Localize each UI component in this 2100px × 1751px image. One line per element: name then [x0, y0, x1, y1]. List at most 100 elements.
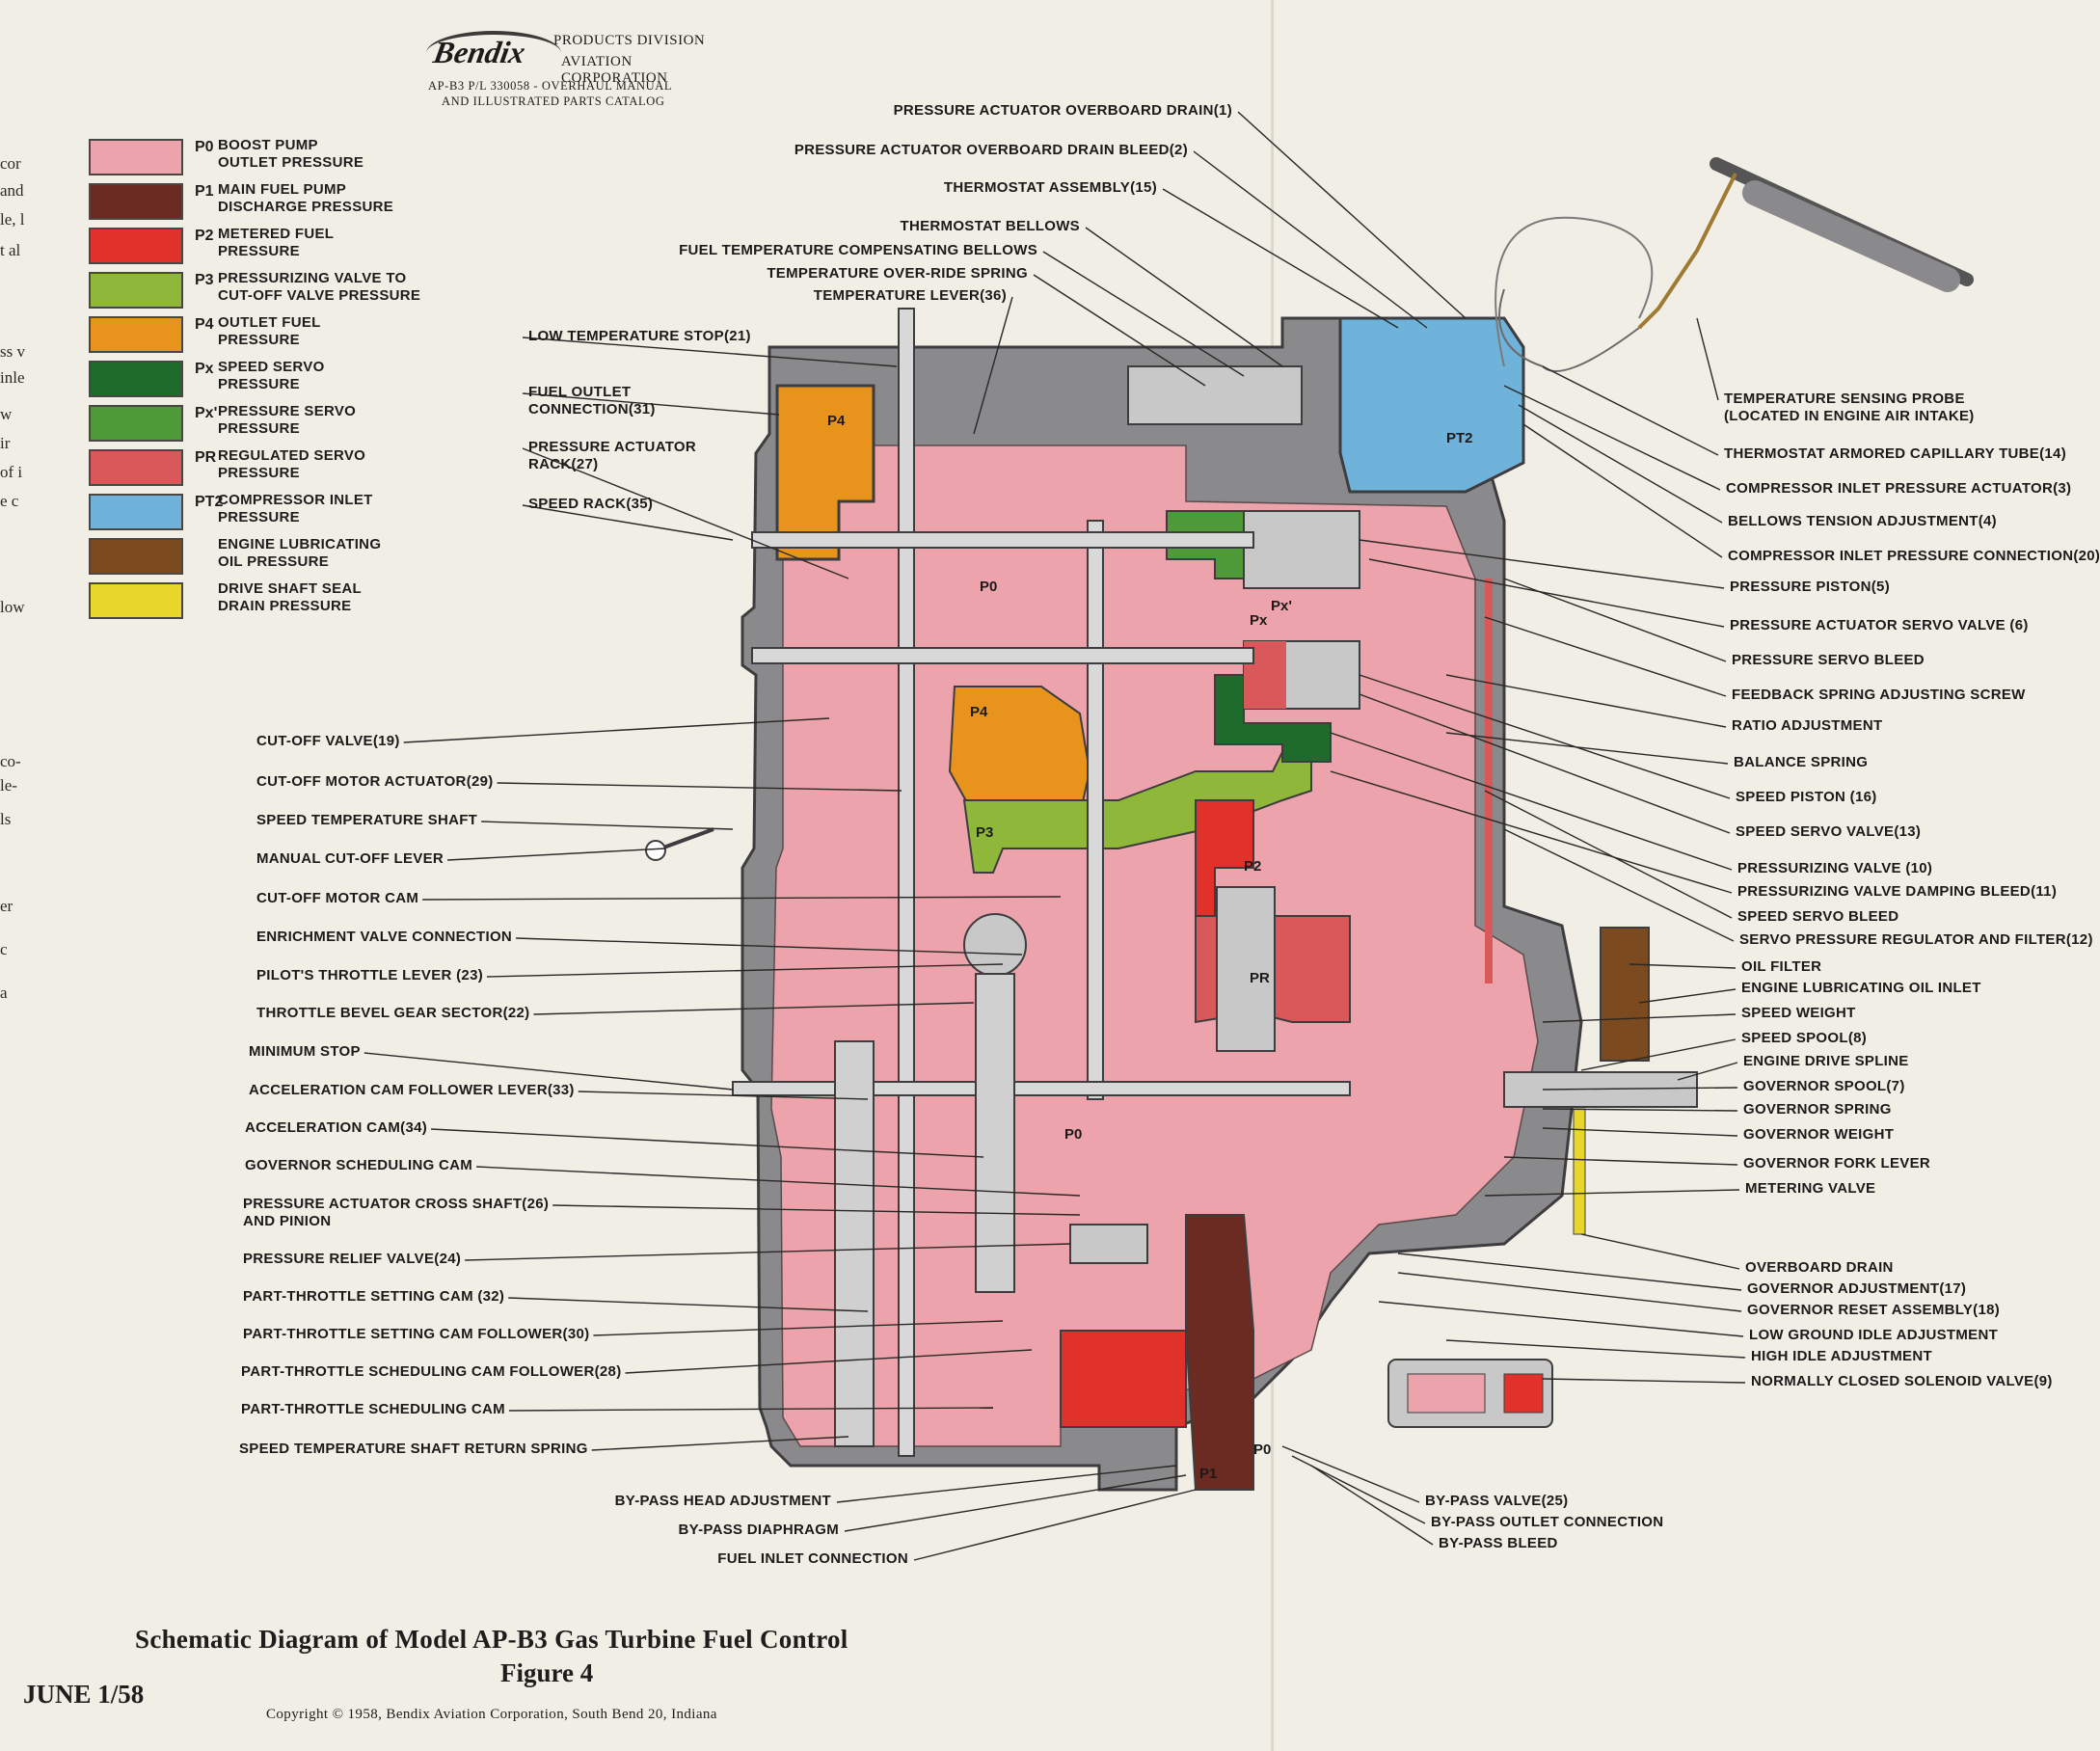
division-line-1: PRODUCTS DIVISION [553, 33, 706, 48]
brand-block: Bendix PRODUCTS DIVISION AVIATION CORPOR… [426, 27, 735, 114]
edge-fragment: er [0, 897, 13, 915]
leader-line [1368, 558, 1725, 628]
leader-line [1503, 578, 1727, 662]
pressure-region-label: P2 [1244, 858, 1262, 875]
callout-label: PRESSURE PISTON(5) [1730, 579, 1890, 595]
leader-line [1638, 988, 1737, 1004]
legend-swatch [89, 361, 183, 397]
legend-text: MAIN FUEL PUMP DISCHARGE PRESSURE [218, 181, 394, 215]
leader-line [1085, 227, 1283, 367]
leader-line [522, 447, 849, 579]
callout-label: PRESSURIZING VALVE (10) [1737, 860, 1933, 876]
pt2-compressor-block [1338, 316, 1525, 494]
leader-line [625, 1349, 1033, 1374]
callout-label: BY-PASS DIAPHRAGM [678, 1522, 839, 1538]
callout-label: PART-THROTTLE SCHEDULING CAM [241, 1401, 505, 1417]
leader-line [1033, 274, 1206, 387]
edge-fragment: of i [0, 463, 23, 481]
legend-text: DRIVE SHAFT SEAL DRAIN PRESSURE [218, 580, 362, 614]
legend-code: Px' [195, 405, 218, 421]
pressure-piston [1243, 510, 1360, 589]
callout-label: SPEED SERVO VALVE(13) [1736, 823, 1922, 840]
callout-label: TEMPERATURE OVER-RIDE SPRING [767, 265, 1028, 282]
edge-fragment: t al [0, 241, 21, 259]
edge-fragment: ss v [0, 342, 25, 361]
callout-label: LOW GROUND IDLE ADJUSTMENT [1749, 1327, 1999, 1343]
callout-label: ENRICHMENT VALVE CONNECTION [256, 929, 513, 945]
leader-line [486, 963, 1004, 978]
leader-line [1359, 539, 1725, 589]
leader-line [1193, 150, 1428, 329]
leader-line [522, 392, 780, 416]
leader-line [1330, 770, 1733, 894]
pressure-region-label: P3 [976, 824, 994, 841]
pressure-relief-valve [1069, 1224, 1148, 1264]
callout-label: SPEED TEMPERATURE SHAFT RETURN SPRING [239, 1441, 588, 1457]
pressure-region-label: PR [1250, 970, 1270, 986]
callout-label: GOVERNOR ADJUSTMENT(17) [1747, 1280, 1967, 1297]
pressure-actuator-rack [751, 647, 1254, 664]
callout-label: PILOT'S THROTTLE LEVER (23) [256, 967, 484, 983]
callout-label: SPEED SERVO BLEED [1737, 908, 1899, 925]
callout-label: CUT-OFF MOTOR ACTUATOR(29) [256, 773, 494, 790]
legend-code: P0 [195, 139, 214, 155]
callout-label: BY-PASS BLEED [1439, 1535, 1558, 1551]
legend-code: Px [195, 361, 214, 377]
legend-swatch [89, 405, 183, 442]
leader-line [1580, 1233, 1740, 1270]
callout-label: GOVERNOR FORK LEVER [1743, 1155, 1931, 1172]
legend-swatch [89, 582, 183, 619]
edge-fragment: cor [0, 154, 21, 173]
leader-line [1445, 1339, 1746, 1359]
temperature-probe [1498, 157, 1974, 372]
callout-label: PART-THROTTLE SCHEDULING CAM FOLLOWER(28… [241, 1363, 622, 1380]
callout-label: MANUAL CUT-OFF LEVER [256, 850, 444, 867]
callout-label: ENGINE DRIVE SPLINE [1743, 1053, 1909, 1069]
callout-label: THERMOSTAT ARMORED CAPILLARY TUBE(14) [1724, 445, 2066, 462]
acceleration-cam [975, 973, 1015, 1293]
callout-label: BY-PASS VALVE(25) [1425, 1493, 1569, 1509]
callout-label: RATIO ADJUSTMENT [1732, 717, 1883, 734]
callout-label: PRESSURE ACTUATOR OVERBOARD DRAIN(1) [893, 102, 1232, 119]
leader-line [1503, 828, 1735, 942]
leader-line [1237, 111, 1467, 319]
leader-line [1310, 1465, 1434, 1546]
legend-code: P1 [195, 183, 214, 200]
leader-line [1445, 674, 1727, 728]
edge-fragment: le, l [0, 210, 25, 229]
callout-label: THERMOSTAT ASSEMBLY(15) [943, 179, 1157, 196]
leader-line [1542, 1108, 1738, 1112]
callout-label: SPEED TEMPERATURE SHAFT [256, 812, 478, 828]
callout-label: COMPRESSOR INLET PRESSURE ACTUATOR(3) [1726, 480, 2072, 497]
callout-label: GOVERNOR SPRING [1743, 1101, 1892, 1118]
leader-line [1445, 732, 1729, 765]
legend-swatch [89, 494, 183, 530]
pressure-region-label: Px' [1271, 598, 1292, 614]
callout-label: HIGH IDLE ADJUSTMENT [1751, 1348, 1932, 1364]
leader-line [913, 1489, 1197, 1561]
callout-label: CUT-OFF MOTOR CAM [256, 890, 419, 906]
leader-line [481, 821, 734, 830]
legend-swatch [89, 449, 183, 486]
leader-line [522, 504, 734, 541]
callout-label: SPEED RACK(35) [528, 496, 654, 512]
legend-text: METERED FUEL PRESSURE [218, 226, 335, 259]
leader-line [476, 1166, 1081, 1197]
edge-fragment: le- [0, 776, 17, 795]
legend-text: SPEED SERVO PRESSURE [218, 359, 325, 392]
leader-line [1281, 1445, 1420, 1503]
pressure-region-label: P1 [1199, 1466, 1218, 1482]
edge-fragment: co- [0, 752, 21, 770]
leader-line [508, 1297, 869, 1312]
callout-label: ACCELERATION CAM FOLLOWER LEVER(33) [249, 1082, 575, 1098]
legend-code: P3 [195, 272, 214, 288]
p3-pressurizing-line [962, 751, 1312, 874]
callout-label: FUEL TEMPERATURE COMPENSATING BELLOWS [679, 242, 1037, 258]
copyright-line: Copyright © 1958, Bendix Aviation Corpor… [266, 1707, 717, 1722]
leader-line [1162, 188, 1399, 329]
callout-label: MINIMUM STOP [249, 1043, 361, 1060]
callout-label: PRESSURE SERVO BLEED [1732, 652, 1925, 668]
callout-label: PART-THROTTLE SETTING CAM (32) [243, 1288, 505, 1305]
